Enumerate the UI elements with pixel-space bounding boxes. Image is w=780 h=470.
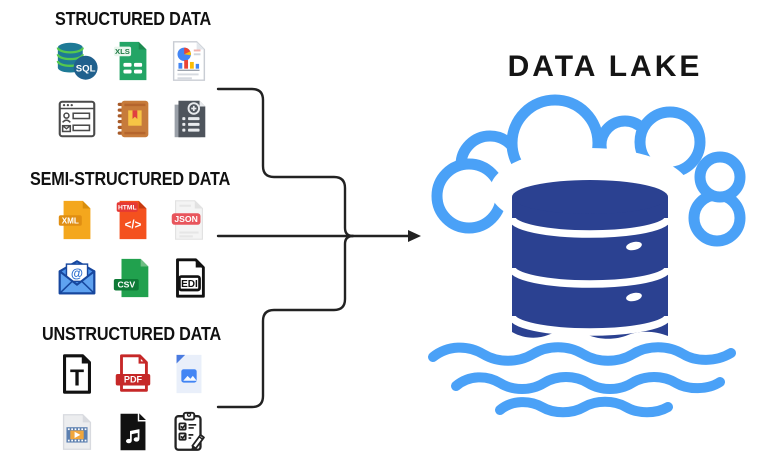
cloud-outline-icon [431, 94, 746, 247]
medical-records-icon [165, 95, 213, 143]
form-window-icon [53, 95, 101, 143]
svg-text:XLS: XLS [115, 47, 130, 56]
audio-file-icon [109, 408, 157, 456]
checklist-icon [165, 408, 213, 456]
svg-text:JSON: JSON [174, 214, 197, 224]
svg-text:</>: </> [125, 220, 142, 232]
svg-text:XML: XML [62, 216, 79, 225]
data-lake-title: DATA LAKE [507, 50, 703, 83]
unstructured-icon-grid: T PDF [53, 350, 213, 456]
svg-text:CSV: CSV [117, 280, 135, 290]
xml-file-icon: XML [53, 196, 101, 244]
html-file-icon: HTML </> [109, 196, 157, 244]
structured-data-heading: STRUCTURED DATA [55, 9, 211, 29]
edi-file-icon: EDI [165, 254, 213, 302]
text-file-icon: T [53, 350, 101, 398]
connector-structured [216, 87, 355, 238]
csv-file-icon: CSV [109, 254, 157, 302]
semi-structured-icon-grid: XML HTML </> JSON [53, 196, 213, 302]
pdf-file-icon: PDF [109, 350, 157, 398]
json-file-icon: JSON [165, 196, 213, 244]
xls-spreadsheet-icon: XLS [109, 37, 157, 85]
unstructured-data-heading: UNSTRUCTURED DATA [42, 324, 222, 344]
image-file-icon [165, 350, 213, 398]
sql-database-icon: SQL [53, 37, 101, 85]
database-cylinder-icon [508, 180, 672, 339]
svg-text:SQL: SQL [76, 64, 96, 75]
analytics-report-icon [165, 37, 213, 85]
email-icon: @ [53, 254, 101, 302]
connector-unstructured [216, 234, 355, 409]
svg-text:PDF: PDF [124, 375, 143, 385]
arrowhead [408, 230, 421, 242]
svg-text:T: T [70, 365, 84, 391]
inventory-notebook-icon [109, 95, 157, 143]
svg-text:HTML: HTML [118, 205, 137, 212]
svg-text:@: @ [71, 267, 83, 281]
video-file-icon [53, 408, 101, 456]
structured-icon-grid: SQL XLS [53, 37, 213, 143]
water-waves-icon [428, 342, 736, 418]
svg-text:EDI: EDI [181, 279, 198, 290]
data-lake-illustration [428, 94, 746, 418]
semi-structured-data-heading: SEMI-STRUCTURED DATA [30, 169, 231, 189]
